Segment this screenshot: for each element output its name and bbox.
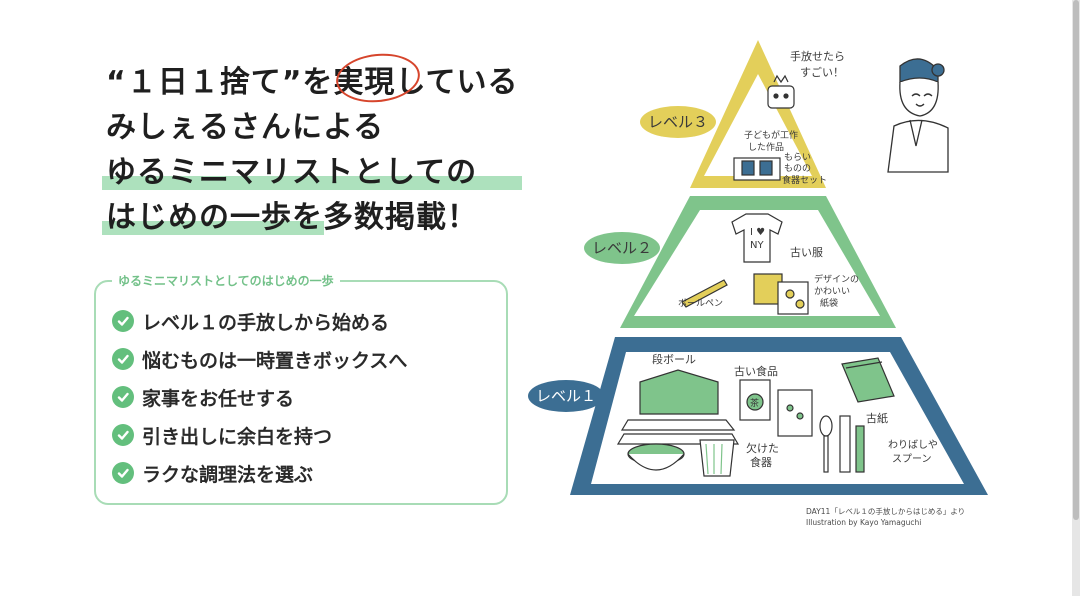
- check-icon: [112, 424, 134, 446]
- cardboard-note: 段ボール: [652, 352, 696, 366]
- checklist-item-label: レベル１の手放しから始める: [142, 311, 390, 334]
- checklist-box: ゆるミニマリストとしてのはじめの一歩 レベル１の手放しから始める 悩むものは一時…: [94, 272, 508, 505]
- gift-dish-box-icon: [733, 157, 781, 181]
- check-icon: [112, 462, 134, 484]
- old-clothes-note: 古い服: [790, 246, 823, 259]
- pen-icon: [681, 279, 728, 308]
- level-2-tag: レベル２: [584, 232, 660, 264]
- headline-line-1: “１日１捨て”を実現している: [106, 49, 566, 107]
- level-3-label: レベル３: [648, 113, 708, 131]
- checklist-item-label: 家事をお任せする: [142, 387, 295, 410]
- paper-bags-note-line-1: デザインの: [814, 273, 859, 285]
- cutlery-icon: [819, 415, 865, 473]
- checklist-title: ゆるミニマリストとしてのはじめの一歩: [112, 272, 340, 289]
- checklist-item: 悩むものは一時置きボックスへ: [112, 340, 407, 378]
- old-food-note: 古い食品: [734, 364, 778, 378]
- tshirt-print-line-2: NY: [750, 240, 764, 251]
- headline-line-3-text: ゆるミニマリストとしての: [106, 155, 478, 190]
- level-2-label: レベル２: [592, 239, 652, 257]
- green-highlight-marker: [102, 176, 522, 190]
- chopsticks-note-line-2: スプーン: [892, 453, 932, 465]
- credit-line-1: DAY11「レベル１の手放しからはじめる」より: [806, 507, 966, 516]
- food-pack-icon: [739, 379, 813, 437]
- kids-craft-icon: [767, 74, 795, 109]
- headline-line-1-post: している: [395, 65, 519, 100]
- illustration-credit: DAY11「レベル１の手放しからはじめる」より Illustration by …: [806, 506, 965, 528]
- level-3-tag: レベル３: [640, 106, 716, 138]
- kids-craft-note-line-2: した作品: [748, 141, 784, 153]
- tshirt-print-line-1: I ♥: [750, 227, 765, 238]
- bowl-icon: [627, 443, 685, 471]
- paper-bags-icon: [753, 273, 809, 315]
- checklist-item: ラクな調理法を選ぶ: [112, 454, 407, 492]
- headline-line-4: はじめの一歩を多数掲載！: [102, 195, 566, 240]
- paper-bags-note-line-3: 紙袋: [820, 297, 838, 309]
- woman-figure-icon: [887, 58, 949, 173]
- tshirt-icon: [731, 213, 783, 263]
- kids-craft-note-line-1: 子どもが工作: [744, 129, 798, 141]
- gift-dish-note-line-2: ものの: [784, 163, 811, 174]
- headline: “１日１捨て”を実現している みしぇるさんによる ゆるミニマリストとしての はじ…: [102, 49, 566, 240]
- cup-icon: [699, 439, 735, 477]
- pyramid-level-3-panel: [704, 74, 812, 176]
- pyramid-level-2-panel: [634, 210, 880, 316]
- speech-line-1: 手放せたら: [790, 49, 845, 63]
- checklist-item-label: ラクな調理法を選ぶ: [142, 463, 314, 486]
- checklist-item: 家事をお任せする: [112, 378, 407, 416]
- chopsticks-note-line-1: わりばしや: [888, 439, 938, 451]
- pen-note: ボールペン: [678, 298, 723, 309]
- newspaper-note: 古紙: [866, 411, 888, 425]
- headline-line-2: みしぇるさんによる: [106, 105, 566, 150]
- level-1-label: レベル１: [536, 387, 596, 405]
- headline-line-2-text: みしぇるさんによる: [106, 110, 385, 145]
- gift-dish-note-line-1: もらい: [784, 152, 811, 163]
- credit-line-2: Illustration by Kayo Yamaguchi: [806, 518, 922, 527]
- chipped-dishes-note-line-2: 食器: [750, 455, 772, 469]
- checklist: レベル１の手放しから始める 悩むものは一時置きボックスへ 家事をお任せする 引き…: [112, 302, 407, 492]
- checklist-item: 引き出しに余白を持つ: [112, 416, 407, 454]
- level-1-tag: レベル１: [528, 380, 604, 412]
- minimalist-pyramid-illustration: レベル３ レベル２ レベル１ 子どもが工作 した作品 もらい ものの 食器セット…: [528, 40, 988, 495]
- green-highlight-marker: [102, 221, 324, 235]
- paper-bags-note-line-2: かわいい: [814, 286, 850, 297]
- chipped-dishes-note-line-1: 欠けた: [746, 441, 779, 455]
- gift-dish-note-line-3: 食器セット: [782, 174, 827, 186]
- scrollbar-track[interactable]: [1072, 0, 1080, 596]
- speech-line-2: すごい！: [800, 65, 844, 79]
- checklist-item-label: 引き出しに余白を持つ: [142, 425, 333, 448]
- checklist-item: レベル１の手放しから始める: [112, 302, 407, 340]
- tea-label: 茶: [750, 397, 759, 409]
- check-icon: [112, 310, 134, 332]
- headline-line-1-pre: “１日１捨て”を: [106, 65, 334, 100]
- headline-line-4-text: はじめの一歩を多数掲載！: [106, 200, 478, 235]
- headline-line-3: ゆるミニマリストとしての: [102, 150, 566, 195]
- check-icon: [112, 386, 134, 408]
- check-icon: [112, 348, 134, 370]
- newspaper-icon: [841, 357, 895, 403]
- checklist-item-label: 悩むものは一時置きボックスへ: [142, 349, 408, 372]
- scrollbar-thumb[interactable]: [1073, 0, 1079, 520]
- headline-circled-word: 実現: [333, 65, 396, 100]
